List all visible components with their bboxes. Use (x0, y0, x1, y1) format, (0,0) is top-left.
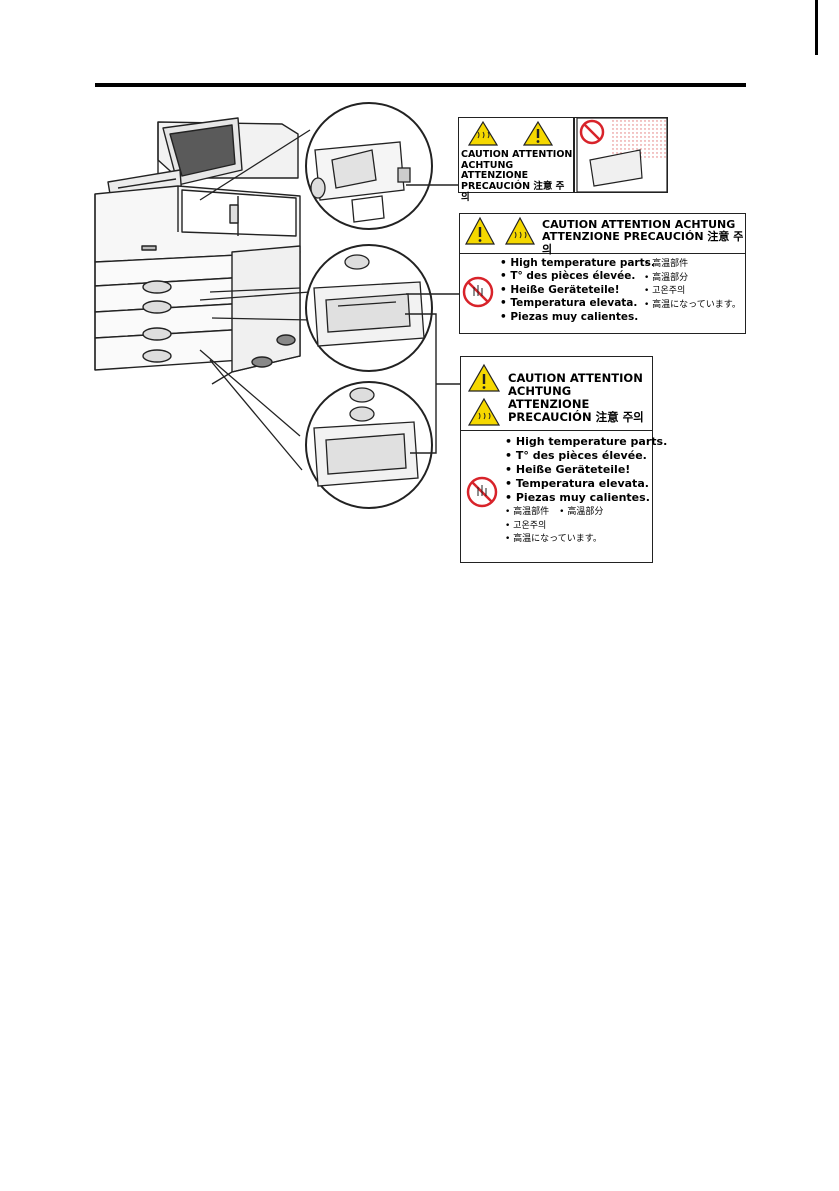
caution-label-bottom-bullets: • High temperature parts. • T° des pièce… (505, 435, 668, 545)
printer-caution-label-figure: CAUTION ATTENTION ACHTUNG ATTENZIONE PRE… (94, 102, 746, 563)
caution-label-top-title: CAUTION ATTENTION ACHTUNG ATTENZIONE PRE… (461, 149, 573, 203)
page-cut-mark (815, 0, 818, 55)
label-divider (460, 253, 745, 254)
caution-label-bottom-asian-row: • 高温部件 • 高溫部分 (505, 507, 604, 518)
caution-label-bottom-title: CAUTION ATTENTION ACHTUNG ATTENZIONE PRE… (508, 371, 644, 424)
caution-label-middle-title: CAUTION ATTENTION ACHTUNG ATTENZIONE PRE… (542, 218, 744, 256)
header-rule (95, 83, 746, 87)
caution-label-middle-bullets: • High temperature parts. • T° des pièce… (500, 257, 655, 323)
caution-label-middle: CAUTION ATTENTION ACHTUNG ATTENZIONE PRE… (459, 213, 746, 334)
label-divider (461, 430, 652, 431)
caution-label-top-pictogram-frame (574, 117, 668, 193)
printer-illustration (94, 102, 668, 509)
caution-label-middle-asian-bullets: • 高温部件 • 高溫部分 • 고온주의 • 高温になっています。 (644, 259, 741, 310)
caution-label-top: CAUTION ATTENTION ACHTUNG ATTENZIONE PRE… (458, 117, 574, 202)
caution-label-bottom: CAUTION ATTENTION ACHTUNG ATTENZIONE PRE… (460, 356, 667, 563)
